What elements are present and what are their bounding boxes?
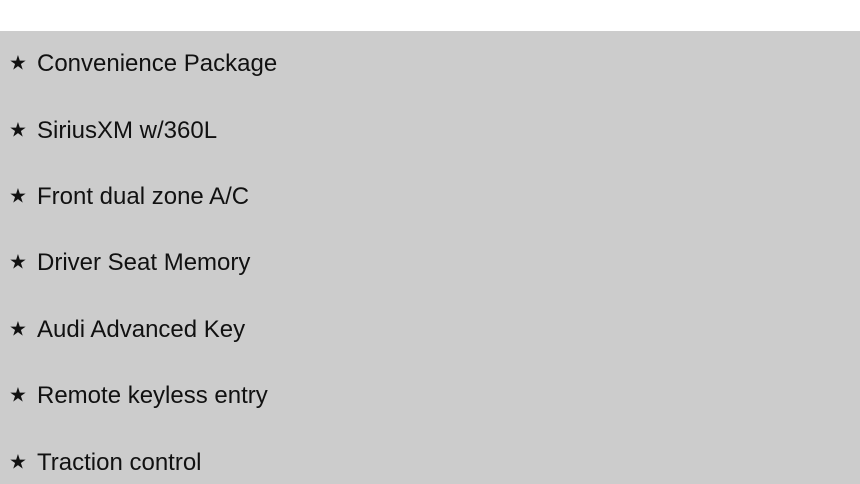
star-icon: ★ [9,52,27,75]
feature-item-driver-seat-memory: ★ Driver Seat Memory [0,230,860,296]
feature-label: Audi Advanced Key [37,315,246,343]
feature-item-remote-keyless-entry: ★ Remote keyless entry [0,363,860,429]
feature-label: Convenience Package [37,50,278,78]
star-icon: ★ [9,251,27,274]
feature-label: Front dual zone A/C [37,182,250,210]
feature-label: Driver Seat Memory [37,249,251,277]
star-icon: ★ [9,119,27,142]
star-icon: ★ [9,384,27,407]
star-icon: ★ [9,318,27,341]
top-blank-area [0,0,860,31]
feature-item-dual-zone-ac: ★ Front dual zone A/C [0,164,860,230]
feature-item-advanced-key: ★ Audi Advanced Key [0,297,860,363]
feature-label: Remote keyless entry [37,382,268,410]
feature-list: ★ Convenience Package ★ SiriusXM w/360L … [0,31,860,484]
feature-item-siriusxm: ★ SiriusXM w/360L [0,97,860,163]
feature-label: SiriusXM w/360L [37,116,218,144]
feature-item-traction-control: ★ Traction control [0,429,860,484]
star-icon: ★ [9,185,27,208]
feature-label: Traction control [37,448,202,476]
star-icon: ★ [9,451,27,474]
features-panel: ★ Convenience Package ★ SiriusXM w/360L … [0,31,860,484]
feature-item-convenience-package: ★ Convenience Package [0,31,860,97]
